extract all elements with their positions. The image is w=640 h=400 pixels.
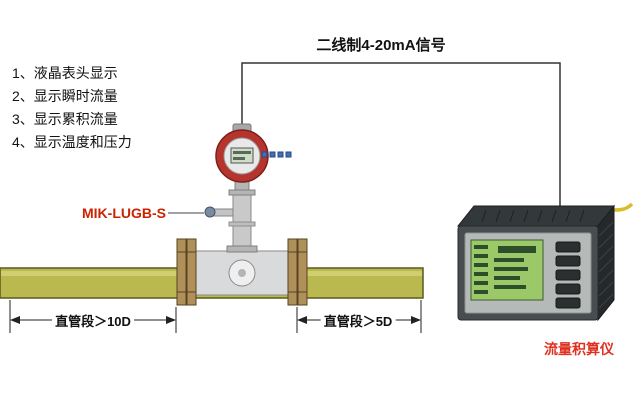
flowmeter-model-label: MIK-LUGB-S <box>82 205 166 221</box>
flowmeter-head <box>215 123 292 191</box>
flowmeter-tube <box>195 250 289 296</box>
head-buttons <box>261 151 292 158</box>
flowmeter-neck <box>226 189 258 253</box>
straight-run-right-label: 直管段＞5D <box>320 311 396 330</box>
flow-totalizer <box>456 202 634 322</box>
head-lcd <box>230 147 254 164</box>
feature-item: 4、显示温度和压力 <box>12 134 132 150</box>
feature-item: 1、液晶表头显示 <box>12 65 118 81</box>
flange-right <box>287 238 308 306</box>
feature-item: 2、显示瞬时流量 <box>12 88 118 104</box>
arrow-left-icon <box>297 316 307 324</box>
lcd-readout-bars <box>474 245 536 294</box>
feature-item: 3、显示累积流量 <box>12 111 118 127</box>
signal-type-label: 二线制4-20mA信号 <box>316 37 446 54</box>
totalizer-buttons <box>555 241 581 309</box>
arrow-right-icon <box>411 316 421 324</box>
feature-list: 1、液晶表头显示 2、显示瞬时流量 3、显示累积流量 4、显示温度和压力 <box>12 62 132 154</box>
signal-wire <box>241 62 561 210</box>
arrow-left-icon <box>10 316 20 324</box>
totalizer-top <box>456 205 616 227</box>
totalizer-name-label: 流量积算仪 <box>544 341 614 357</box>
arrow-right-icon <box>166 316 176 324</box>
valve-fitting <box>204 206 234 218</box>
flange-left <box>176 238 197 306</box>
straight-run-left-label: 直管段＞10D <box>52 311 134 330</box>
